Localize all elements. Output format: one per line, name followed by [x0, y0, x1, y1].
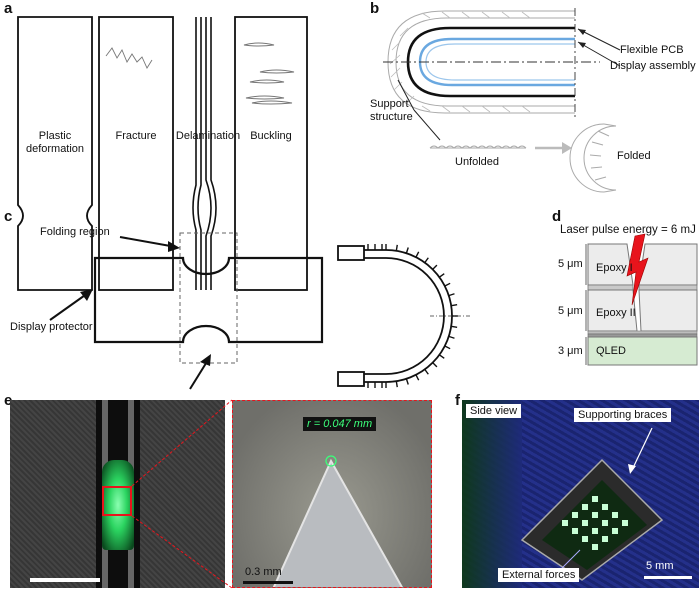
folded-tooth: [432, 362, 438, 368]
folded-segments: [569, 123, 617, 193]
laser-label: Laser pulse energy = 6 mJ: [560, 224, 696, 236]
folded-device-f: [520, 427, 664, 581]
folded-tooth: [444, 345, 451, 350]
folded-tooth: [451, 304, 458, 307]
caption-fracture: Fracture: [115, 130, 157, 142]
panel-c-label: c: [4, 208, 13, 225]
folded-tooth: [438, 354, 445, 359]
epoxy-1-thickness: 5 μm: [558, 258, 583, 270]
epoxy-2-name: Epoxy II: [596, 307, 636, 319]
panel-f-label: f: [455, 392, 460, 409]
side-view-label: Side view: [466, 404, 522, 418]
support-structure-label: Support structure: [370, 98, 413, 123]
display-protector-label: Display protector: [10, 321, 93, 333]
folding-region-label: Folding region: [40, 226, 110, 238]
folded-tooth: [405, 247, 409, 254]
tip-shape: [272, 455, 404, 587]
caption-delamination: Delamination: [175, 130, 241, 142]
epoxy-1-name: Epoxy I: [596, 262, 633, 274]
scale-bar-e-right: [243, 581, 293, 584]
panel-f-photo: Side view Supporting braces External for…: [462, 400, 699, 588]
zoom-box: [102, 486, 132, 516]
supporting-braces-label: Supporting braces: [574, 408, 672, 422]
panel-d-label: d: [552, 208, 562, 225]
folded-tooth: [395, 381, 398, 388]
folded-teeth: [367, 244, 458, 388]
panel-e-label: e: [4, 392, 13, 409]
epoxy-2-thickness: 5 μm: [558, 305, 583, 317]
panel-b-label: b: [370, 0, 380, 17]
scale-label-e: 0.3 mm: [245, 566, 282, 578]
folded-tooth: [424, 257, 429, 264]
caption-plastic-deformation: Plastic deformation: [25, 130, 85, 155]
folded-tooth: [444, 282, 451, 287]
display-protector-shape: [93, 256, 324, 344]
folded-tooth: [448, 335, 455, 339]
support-hatch: [389, 11, 531, 113]
qled-name: QLED: [596, 345, 626, 357]
folding-region-box: [179, 232, 238, 364]
qled-thickness: 3 μm: [558, 345, 583, 357]
qled-layer: [587, 336, 698, 366]
panel-a-label: a: [4, 0, 13, 17]
caption-buckling: Buckling: [250, 130, 292, 142]
buckling-wrinkles: [243, 42, 295, 105]
folded-label: Folded: [617, 150, 651, 162]
fracture-crack: [105, 47, 153, 69]
external-forces-label: External forces: [498, 568, 580, 582]
scale-bar-f: [644, 576, 692, 579]
laser-bolt: [626, 233, 649, 306]
folded-tooth: [424, 368, 429, 375]
folded-tooth: [395, 244, 398, 251]
radius-label: r = 0.047 mm: [303, 417, 377, 431]
unfolded-label: Unfolded: [455, 156, 500, 168]
folded-tooth: [405, 378, 409, 385]
green-folded-device: [102, 460, 134, 550]
scale-bar-e-left: [30, 578, 100, 582]
folded-tooth: [448, 293, 455, 297]
scale-label-f: 5 mm: [646, 560, 674, 572]
panel-e-photo-right: r = 0.047 mm 0.3 mm: [232, 400, 432, 588]
buckling-shape: [234, 16, 308, 291]
delamination-shape: [192, 17, 217, 290]
folded-tooth: [451, 325, 458, 328]
unfolded-segments: [429, 145, 527, 149]
fracture-shape: [98, 16, 174, 291]
flexible-pcb-label: Flexible PCB: [620, 44, 684, 56]
folded-tooth: [415, 374, 420, 381]
folded-tooth: [438, 273, 445, 278]
folded-tooth: [415, 251, 420, 258]
display-assembly-label: Display assembly: [610, 60, 696, 72]
folded-tooth: [432, 264, 438, 270]
